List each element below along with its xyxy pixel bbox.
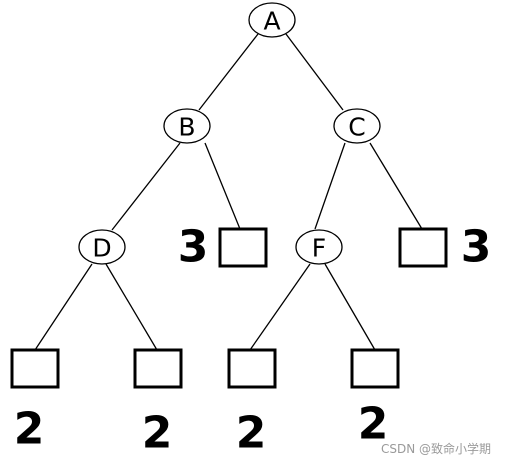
edge-c-f — [314, 142, 346, 230]
node-b: B — [163, 108, 211, 144]
node-a: A — [248, 2, 296, 38]
leaf-c-right — [398, 227, 448, 268]
node-b-label: B — [178, 113, 195, 142]
node-d-circle — [78, 229, 126, 265]
node-d: D — [78, 229, 126, 265]
node-a-circle — [248, 2, 296, 38]
weight-b-right: 3 — [178, 222, 209, 273]
weight-d-right: 2 — [142, 408, 173, 459]
node-f-label: F — [312, 234, 326, 263]
node-c: C — [333, 108, 381, 144]
node-b-circle — [163, 108, 211, 144]
node-a-label: A — [263, 7, 280, 36]
leaf-f-left — [227, 348, 277, 389]
edge-c-leaf — [369, 142, 423, 230]
node-d-label: D — [92, 234, 111, 263]
edge-a-b — [198, 33, 259, 111]
edge-b-leaf — [204, 142, 241, 230]
weight-f-left: 2 — [236, 408, 267, 459]
edge-f-leaf-left — [249, 263, 311, 351]
edge-d-leaf-right — [105, 263, 158, 351]
weight-f-right: 2 — [358, 399, 389, 450]
weight-d-left: 2 — [14, 404, 45, 455]
edge-a-c — [285, 33, 344, 111]
edge-b-d — [111, 142, 181, 231]
watermark-text: CSDN @致命小学期 — [381, 441, 491, 456]
tree-edges — [34, 33, 423, 351]
weight-c-right: 3 — [461, 222, 492, 273]
leaf-f-right — [350, 348, 400, 389]
leaf-d-left — [10, 348, 60, 389]
edge-d-leaf-left — [34, 263, 93, 351]
leaf-b-right — [218, 227, 268, 268]
leaf-d-right — [133, 348, 183, 389]
node-c-label: C — [348, 113, 365, 142]
node-c-circle — [333, 108, 381, 144]
edge-f-leaf-right — [324, 263, 376, 351]
node-f: F — [295, 229, 343, 265]
node-f-circle — [295, 229, 343, 265]
